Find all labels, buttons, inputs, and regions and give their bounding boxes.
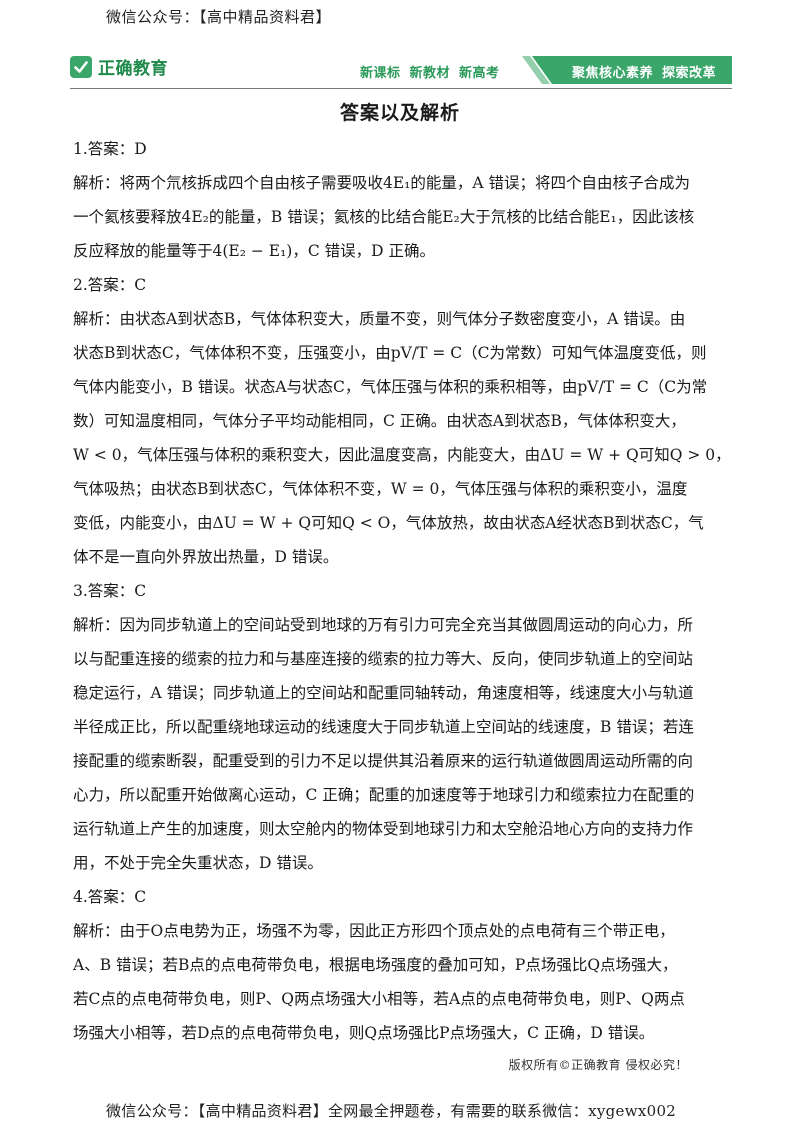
explanation-line: 以与配重连接的缆索的拉力和与基座连接的缆索的拉力等大、反向，使同步轨道上的空间站 bbox=[73, 650, 694, 668]
explanation-line: 变低，内能变小，由ΔU = W + Q可知Q < O，气体放热，故由状态A经状态… bbox=[73, 514, 704, 532]
header-divider bbox=[70, 88, 732, 89]
top-banner: 微信公众号：【高中精品资料君】 bbox=[106, 8, 332, 26]
brand-logo: 正确教育 bbox=[70, 54, 168, 79]
footer-banner: 微信公众号：【高中精品资料君】全网最全押题卷，有需要的联系微信：xygewx00… bbox=[106, 1102, 677, 1120]
explanation-line: 用，不处于完全失重状态，D 错误。 bbox=[73, 854, 323, 872]
page-header: 正确教育 新课标 新教材 新高考 聚焦核心素养 探索改革 bbox=[70, 52, 732, 88]
explanation-line: 运行轨道上产生的加速度，则太空舱内的物体受到地球引力和太空舱沿地心方向的支持力作 bbox=[73, 820, 694, 838]
explanation-line: 解析：由状态A到状态B，气体体积变大，质量不变，则气体分子数密度变小，A 错误。… bbox=[73, 310, 686, 328]
explanation-line: 体不是一直向外界放出热量，D 错误。 bbox=[73, 548, 339, 566]
answers-body: 1.答案：D 解析：将两个氘核拆成四个自由核子需要吸收4E₁的能量，A 错误；将… bbox=[73, 132, 731, 1050]
slogan-right: 聚焦核心素养 探索改革 bbox=[572, 66, 717, 81]
answer-block-2: 2.答案：C 解析：由状态A到状态B，气体体积变大，质量不变，则气体分子数密度变… bbox=[73, 268, 731, 574]
explanation-line: 场强大小相等，若D点的点电荷带负电，则Q点场强比P点场强大，C 正确，D 错误。 bbox=[73, 1024, 655, 1042]
answer-heading: 3.答案：C bbox=[73, 582, 147, 600]
check-icon bbox=[70, 55, 92, 78]
explanation-line: 气体吸热；由状态B到状态C，气体体积不变，W = 0，气体压强与体积的乘积变小，… bbox=[73, 480, 688, 498]
explanation-line: 气体内能变小，B 错误。状态A与状态C，气体压强与体积的乘积相等，由pV/T =… bbox=[73, 378, 708, 396]
explanation-line: 接配重的缆索断裂，配重受到的引力不足以提供其沿着原来的运行轨道做圆周运动所需的向 bbox=[73, 752, 694, 770]
slogan-banner: 聚焦核心素养 探索改革 bbox=[514, 56, 732, 84]
answer-block-3: 3.答案：C 解析：因为同步轨道上的空间站受到地球的万有引力可完全充当其做圆周运… bbox=[73, 574, 729, 880]
page-title: 答案以及解析 bbox=[339, 102, 460, 124]
brand-name: 正确教育 bbox=[98, 59, 168, 79]
answer-block-1: 1.答案：D 解析：将两个氘核拆成四个自由核子需要吸收4E₁的能量，A 错误；将… bbox=[73, 132, 729, 268]
explanation-line: 解析：因为同步轨道上的空间站受到地球的万有引力可完全充当其做圆周运动的向心力，所 bbox=[73, 616, 694, 634]
answer-heading: 2.答案：C bbox=[73, 276, 147, 294]
explanation-line: 解析：将两个氘核拆成四个自由核子需要吸收4E₁的能量，A 错误；将四个自由核子合… bbox=[73, 174, 691, 192]
answer-block-4: 4.答案：C 解析：由于O点电势为正，场强不为零，因此正方形四个顶点处的点电荷有… bbox=[73, 880, 729, 1050]
explanation-line: 一个氦核要释放4E₂的能量，B 错误；氦核的比结合能E₂大于氘核的比结合能E₁，… bbox=[73, 208, 695, 226]
explanation-line: A、B 错误；若B点的点电荷带负电，根据电场强度的叠加可知，P点场强比Q点场强大… bbox=[73, 956, 678, 974]
slogan-left: 新课标 新教材 新高考 bbox=[360, 66, 500, 81]
slogan-banner-shape bbox=[522, 56, 732, 84]
copyright-notice: 版权所有©正确教育 侵权必究！ bbox=[508, 1058, 688, 1072]
explanation-line: 状态B到状态C，气体体积不变，压强变小，由pV/T = C（C为常数）可知气体温… bbox=[73, 344, 707, 362]
explanation-line: 稳定运行，A 错误；同步轨道上的空间站和配重同轴转动，角速度相等，线速度大小与轨… bbox=[73, 684, 694, 702]
explanation-line: 半径成正比，所以配重绕地球运动的线速度大于同步轨道上空间站的线速度，B 错误；若… bbox=[73, 718, 694, 736]
explanation-line: 反应释放的能量等于4(E₂ − E₁)，C 错误，D 正确。 bbox=[73, 242, 435, 260]
explanation-line: 解析：由于O点电势为正，场强不为零，因此正方形四个顶点处的点电荷有三个带正电， bbox=[73, 922, 675, 940]
explanation-line: 数）可知温度相同，气体分子平均动能相同，C 正确。由状态A到状态B，气体体积变大… bbox=[73, 412, 686, 430]
explanation-line: 若C点的点电荷带负电，则P、Q两点场强大小相等，若A点的点电荷带负电，则P、Q两… bbox=[73, 990, 685, 1008]
explanation-line: W < 0，气体压强与体积的乘积变大，因此温度变高，内能变大，由ΔU = W +… bbox=[73, 446, 731, 464]
answer-heading: 1.答案：D bbox=[73, 140, 147, 158]
answer-heading: 4.答案：C bbox=[73, 888, 147, 906]
explanation-line: 心力，所以配重开始做离心运动，C 正确；配重的加速度等于地球引力和缆索拉力在配重… bbox=[73, 786, 695, 804]
